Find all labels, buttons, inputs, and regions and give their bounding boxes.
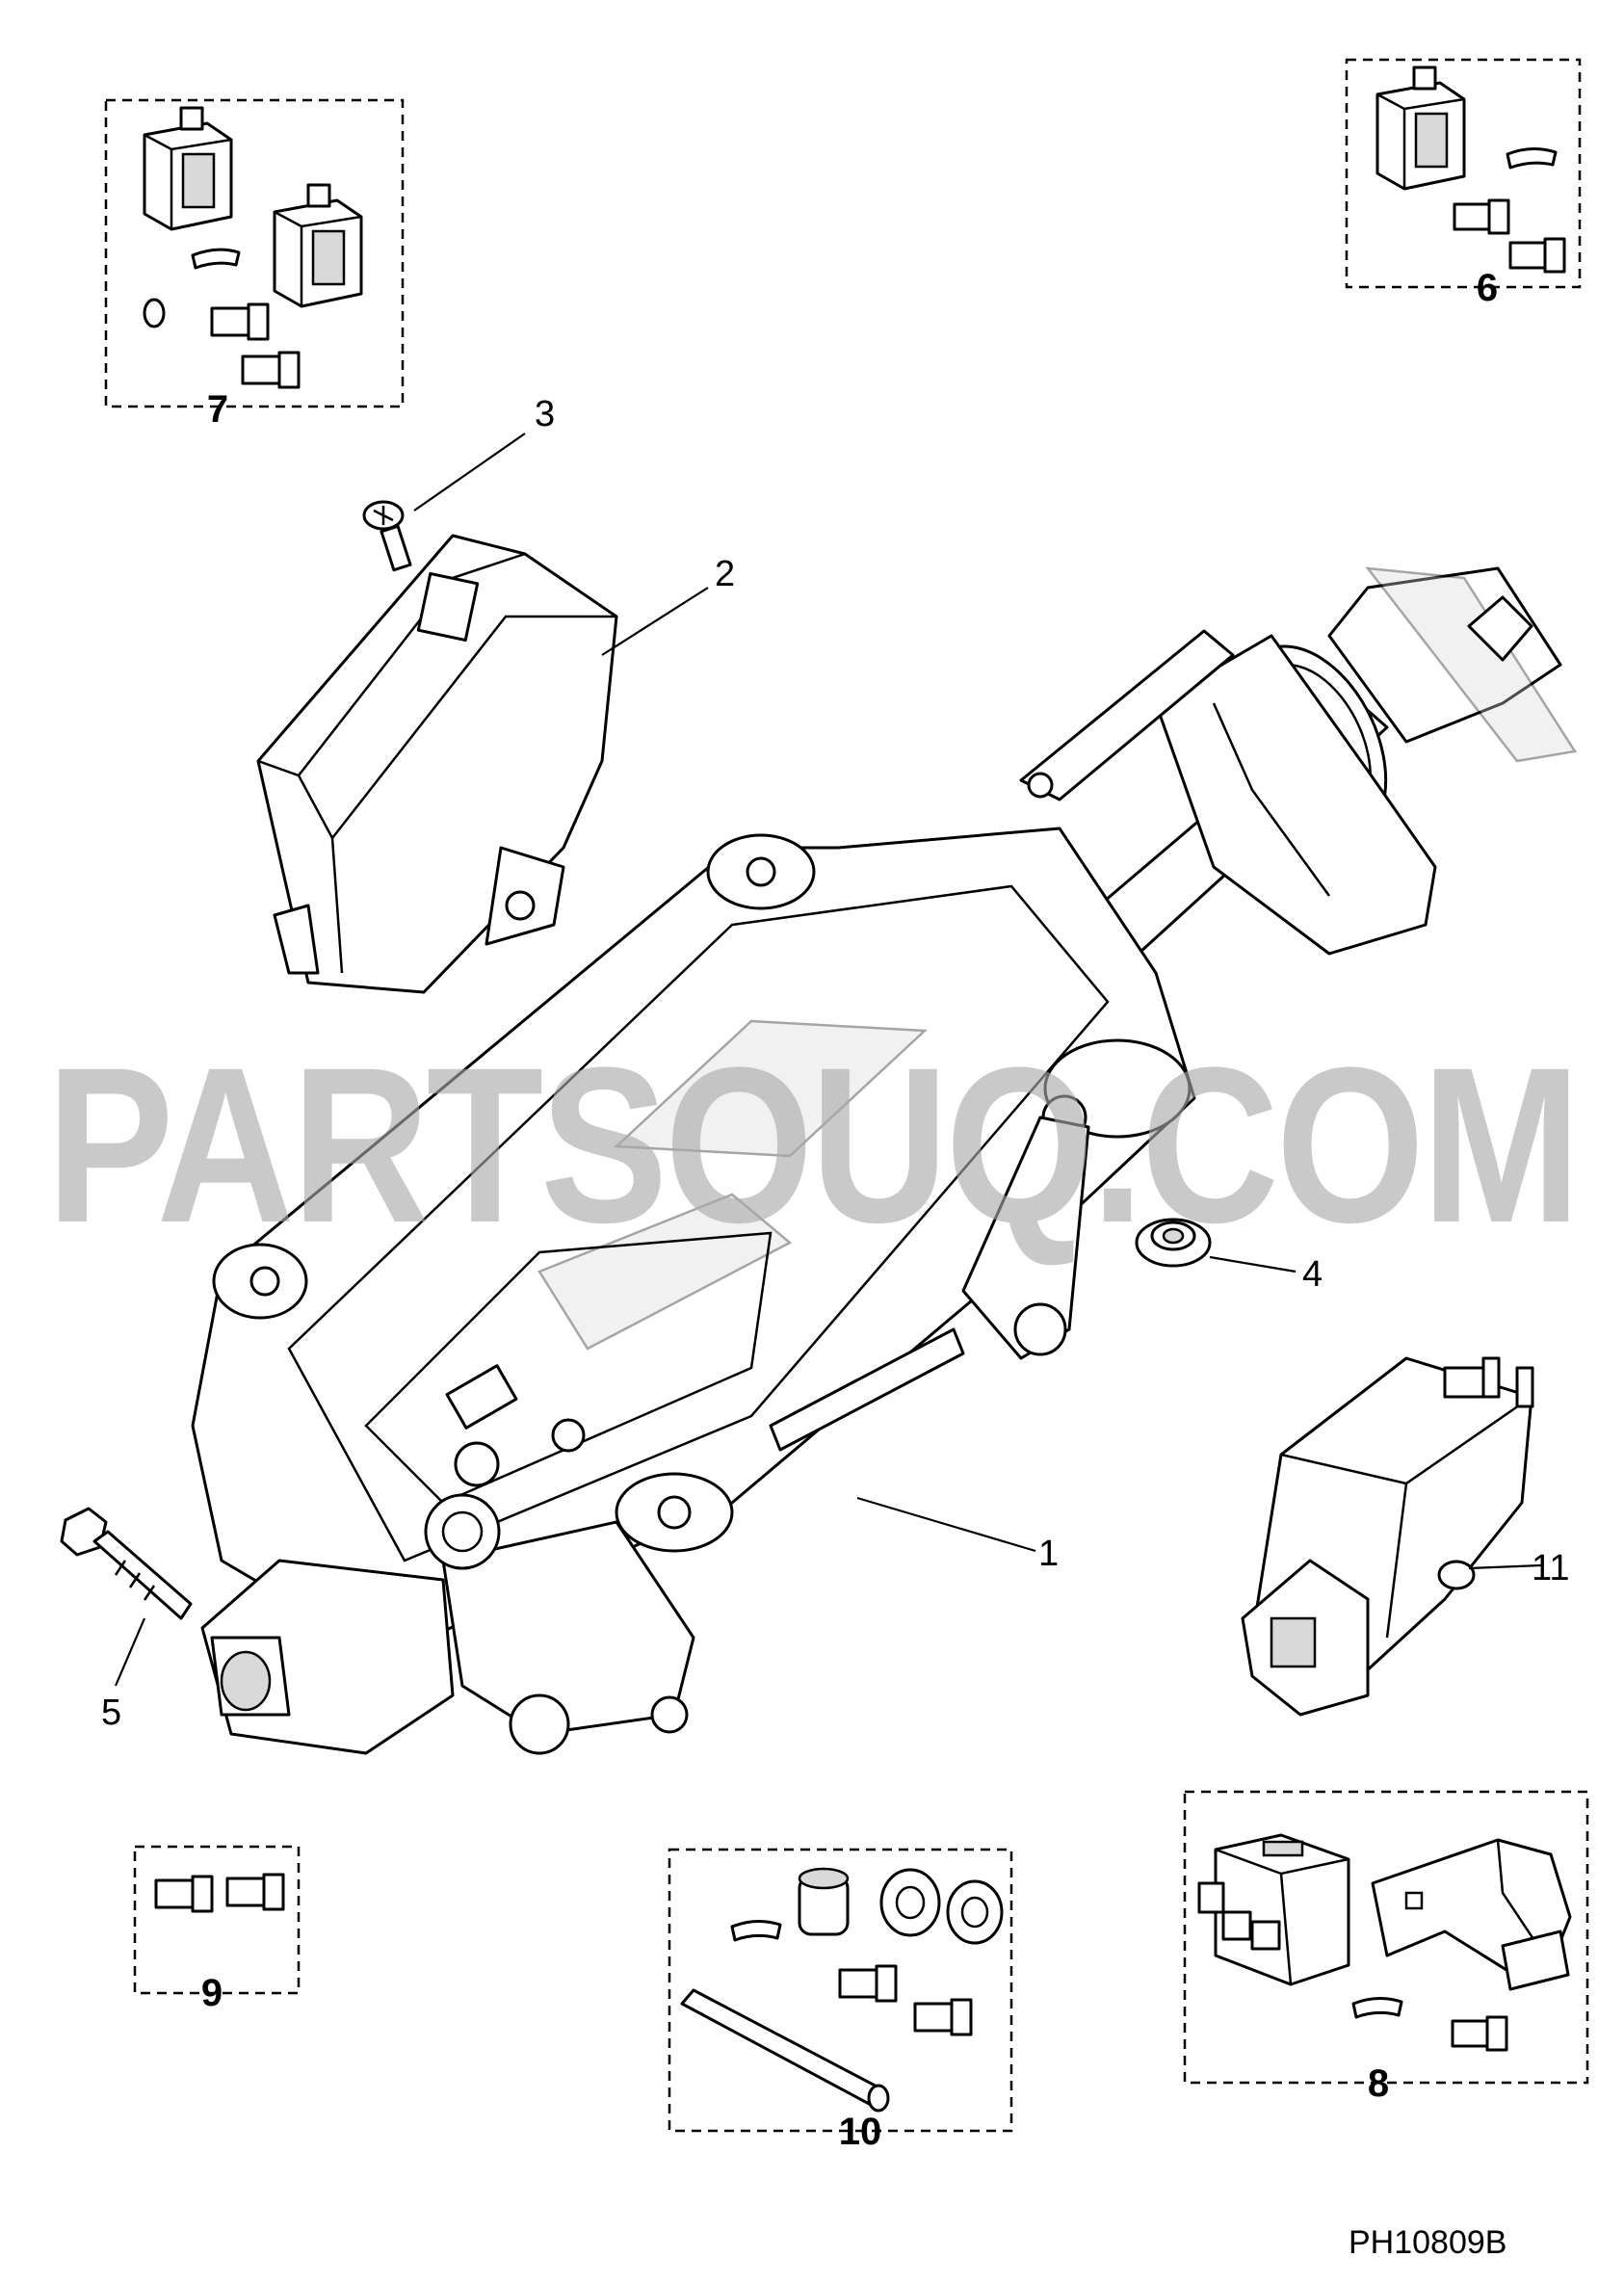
- solenoid-icon: [273, 183, 363, 308]
- bolt-icon: [838, 1964, 898, 2003]
- bolt-icon: [225, 1873, 285, 1911]
- callout-2[interactable]: 2: [715, 554, 735, 594]
- bolt-icon: [1453, 198, 1510, 235]
- callout-6[interactable]: 6: [1477, 267, 1498, 309]
- key-icon: [730, 1920, 782, 1942]
- control-module-2[interactable]: [256, 534, 618, 994]
- key-icon: [1506, 147, 1558, 170]
- solenoid-icon: [1375, 66, 1466, 191]
- bolt-icon: [154, 1875, 214, 1913]
- leader-2: [601, 587, 709, 656]
- callout-8[interactable]: 8: [1368, 2062, 1389, 2105]
- kit-6-box: [1345, 58, 1582, 289]
- bracket-icon: [1371, 1838, 1572, 1991]
- key-icon: [1351, 1997, 1403, 2019]
- watermark: PARTSOUQ.COM: [46, 1021, 1578, 1269]
- key-icon: [191, 248, 241, 270]
- pin-icon: [680, 1988, 890, 2113]
- washer-icon: [946, 1879, 1004, 1945]
- leader-4: [1209, 1255, 1297, 1273]
- screw-3[interactable]: [362, 500, 412, 572]
- callout-9[interactable]: 9: [201, 1972, 223, 2014]
- leader-3: [413, 433, 526, 512]
- washer-icon: [879, 1868, 941, 1937]
- spline-sleeve-icon: [798, 1867, 850, 1936]
- kit-6-group[interactable]: 6: [1345, 58, 1582, 309]
- kit-8-box: [1183, 1790, 1589, 2085]
- callout-3[interactable]: 3: [535, 394, 555, 434]
- leader-11: [1468, 1563, 1542, 1570]
- callout-4[interactable]: 4: [1302, 1254, 1323, 1295]
- callout-1[interactable]: 1: [1038, 1534, 1059, 1574]
- callout-11[interactable]: 11: [1532, 1548, 1569, 1588]
- reference-code: PH10809B: [1349, 2224, 1506, 2261]
- kit-9-box: [133, 1845, 301, 1995]
- kit-9-group[interactable]: 9: [133, 1845, 301, 2014]
- nut-4[interactable]: [1135, 1218, 1212, 1268]
- steering-column-1[interactable]: [191, 566, 1578, 1755]
- kit-10-group[interactable]: 10: [668, 1848, 1013, 2153]
- kit-8-group[interactable]: 8: [1183, 1790, 1589, 2105]
- bolt-5[interactable]: [60, 1507, 193, 1620]
- relay-icon: [1197, 1833, 1350, 1986]
- leader-5: [114, 1617, 146, 1687]
- bolt-icon: [1508, 237, 1566, 274]
- callout-7[interactable]: 7: [207, 388, 228, 431]
- bolt-icon: [913, 1998, 973, 2036]
- kit-7-box: [104, 98, 405, 408]
- callout-10[interactable]: 10: [839, 2111, 882, 2153]
- kit-10-box: [668, 1848, 1013, 2133]
- bolt-icon: [1451, 2015, 1508, 2052]
- kit-7-group[interactable]: 7: [104, 98, 405, 431]
- callout-5[interactable]: 5: [101, 1693, 121, 1733]
- switch-11[interactable]: [1241, 1356, 1534, 1717]
- bolt-icon: [241, 351, 301, 389]
- leader-1: [856, 1496, 1036, 1553]
- solenoid-icon: [143, 106, 233, 231]
- bolt-icon: [210, 302, 270, 341]
- washer-icon: [143, 298, 166, 328]
